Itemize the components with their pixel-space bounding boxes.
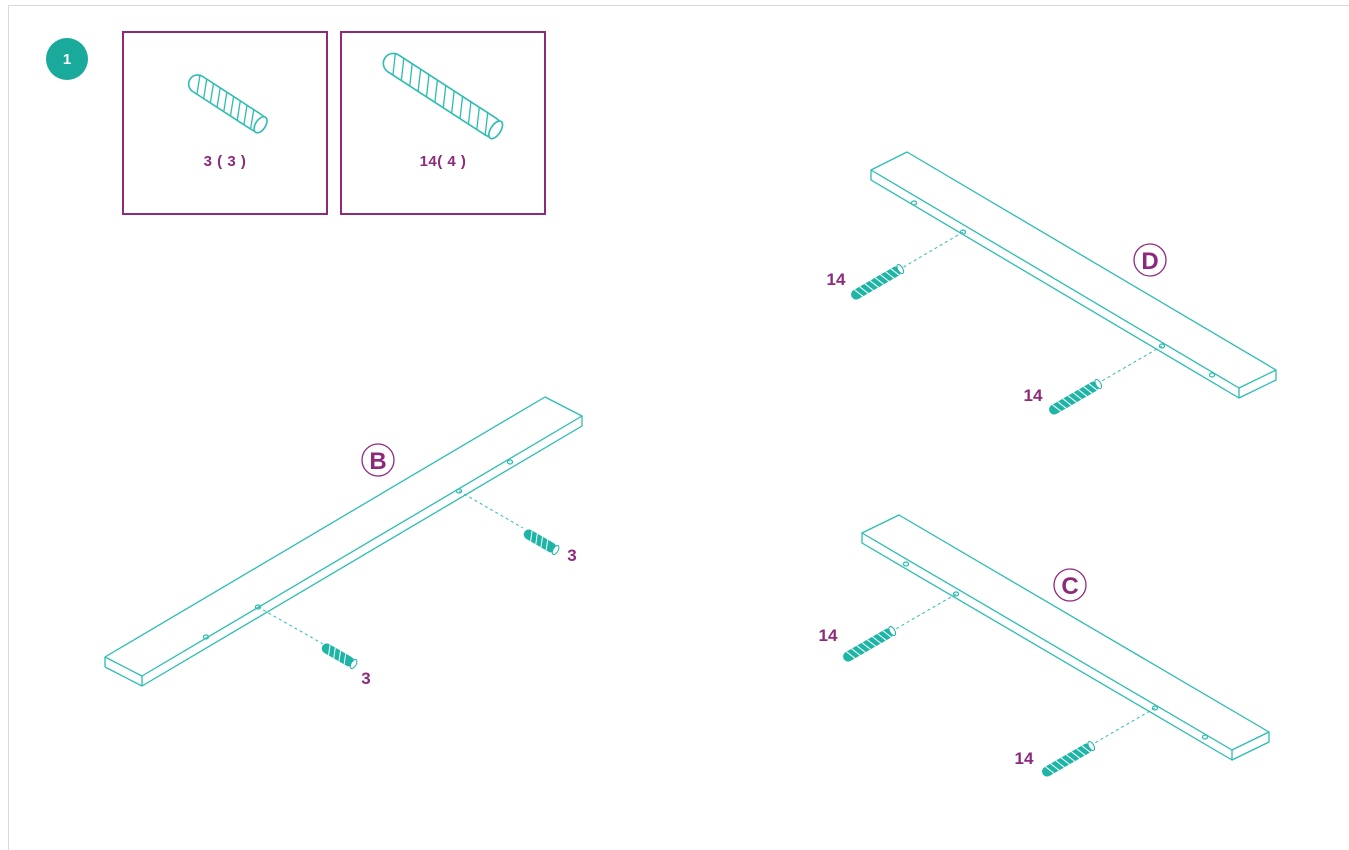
rail-d-dowel-2-icon	[1046, 377, 1104, 417]
rail-b	[104, 396, 583, 687]
rail-d-dowel-1-icon	[848, 262, 906, 302]
rail-d-letter: D	[1141, 248, 1158, 275]
step-number-badge: 1	[46, 38, 88, 80]
rail-b-hole-2	[254, 604, 262, 610]
parts-box-small-dowel: 3 ( 3 )	[122, 31, 328, 215]
rail-c-letter-circle	[1053, 568, 1087, 602]
rail-d	[870, 151, 1277, 399]
rail-c-hole-1	[902, 561, 910, 567]
rail-d-hole-4	[1208, 372, 1216, 378]
rail-b-dowel-2-label: 3	[567, 546, 576, 565]
rail-b-letter: B	[369, 448, 386, 475]
page-border-top	[8, 5, 1349, 6]
small-dowel-quantity-label: 3 ( 3 )	[203, 153, 247, 170]
rail-b-letter-circle	[361, 443, 395, 477]
rail-d-letter-circle	[1133, 243, 1167, 277]
large-dowel-icon	[382, 52, 504, 140]
rail-c	[861, 514, 1270, 761]
large-dowel-quantity-label: 14( 4 )	[419, 153, 467, 170]
rail-b-hole-1	[202, 634, 210, 640]
rail-c-dowel-1-icon	[840, 624, 898, 664]
rail-c-dowel-2-label: 14	[1015, 749, 1034, 768]
rail-d-dowel-1-label: 14	[827, 270, 846, 289]
rail-b-hole-4	[506, 459, 514, 465]
rail-b-dowel-1-icon	[319, 641, 359, 671]
rail-b-dowel-1-label: 3	[361, 669, 370, 688]
page-border-left	[8, 5, 9, 850]
rail-c-dowel-2-icon	[1039, 739, 1097, 779]
rail-c-hole-2	[952, 591, 960, 597]
rail-b-hole-3	[455, 488, 463, 494]
rail-c-dowel-1-label: 14	[819, 626, 838, 645]
rail-d-hole-2	[959, 229, 967, 235]
rail-c-hole-4	[1201, 734, 1209, 740]
rail-d-hole-1	[910, 200, 918, 206]
rail-c-hole-3	[1151, 705, 1159, 711]
small-dowel-icon	[187, 74, 268, 134]
parts-box-large-dowel: 14( 4 )	[340, 31, 546, 215]
rail-c-letter: C	[1061, 573, 1078, 600]
rail-b-dowel-2-icon	[521, 527, 561, 557]
rail-d-dowel-2-label: 14	[1024, 386, 1043, 405]
rail-d-hole-3	[1158, 343, 1166, 349]
